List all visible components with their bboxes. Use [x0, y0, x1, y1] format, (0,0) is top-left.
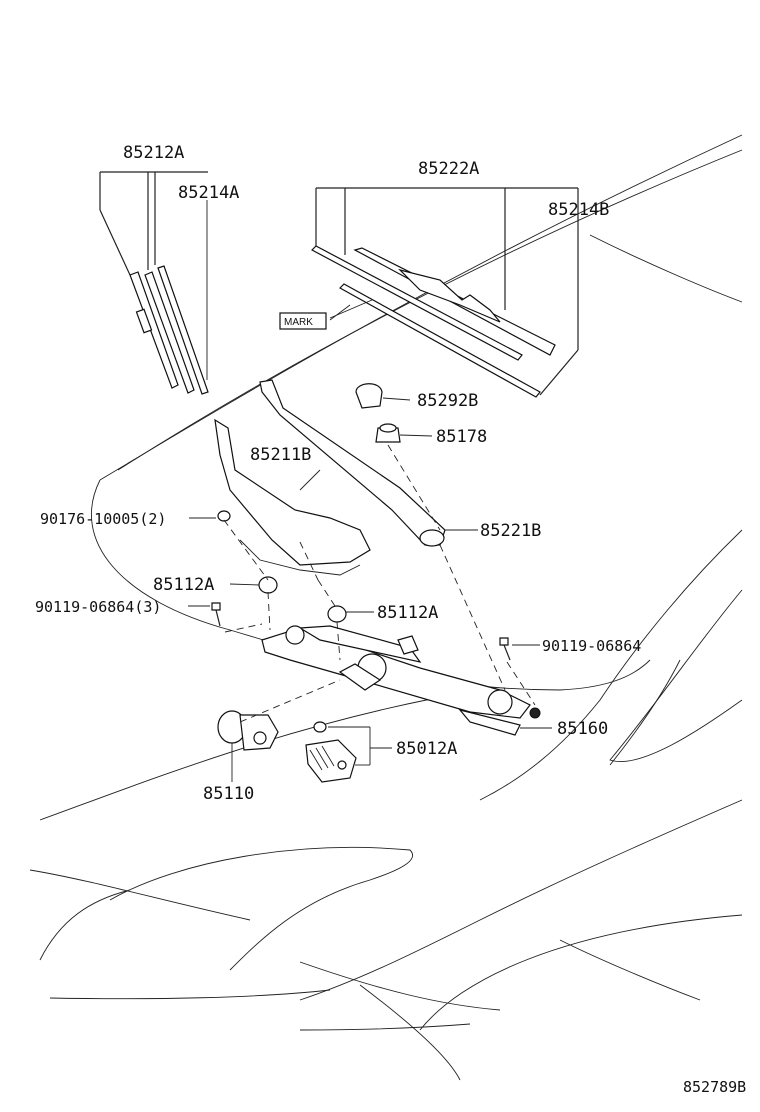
dashed-guides [223, 444, 536, 723]
label-85292B: 85292B [417, 391, 478, 411]
label-90119-06864-right: 90119-06864 [542, 637, 641, 655]
mark-label: MARK [284, 317, 313, 328]
bolts [211, 510, 511, 661]
label-85212A: 85212A [123, 143, 184, 163]
label-85112A-left: 85112A [153, 575, 214, 595]
mark-tag: MARK [279, 312, 327, 330]
label-85110: 85110 [203, 784, 254, 804]
figure-id: 852789B [683, 1078, 746, 1096]
label-85178: 85178 [436, 427, 487, 447]
cap-85292B [355, 383, 383, 409]
label-85160: 85160 [557, 719, 608, 739]
label-85112A-right: 85112A [377, 603, 438, 623]
part-labels: 85212A 85214A 85222A 85214B 85292B 85178… [35, 143, 746, 1096]
label-85214B: 85214B [548, 200, 609, 220]
label-85222A: 85222A [418, 159, 479, 179]
label-85211B: 85211B [250, 445, 311, 465]
label-90119-06864-left: 90119-06864(3) [35, 598, 161, 616]
label-85221B: 85221B [480, 521, 541, 541]
wiper-motor [217, 710, 279, 751]
leader-lines [188, 397, 552, 782]
left-wiper-blade [99, 171, 209, 395]
label-90176-10005: 90176-10005(2) [40, 510, 166, 528]
label-85214A: 85214A [178, 183, 239, 203]
bracket-85012A [305, 721, 357, 783]
left-wiper-arm [214, 418, 371, 576]
wiper-linkage [261, 625, 541, 736]
label-85012A: 85012A [396, 739, 457, 759]
rubber-bushing-right [327, 605, 347, 623]
car-body-outline [29, 134, 743, 1081]
nut-85178 [375, 423, 401, 443]
right-wiper-blade [311, 187, 579, 398]
